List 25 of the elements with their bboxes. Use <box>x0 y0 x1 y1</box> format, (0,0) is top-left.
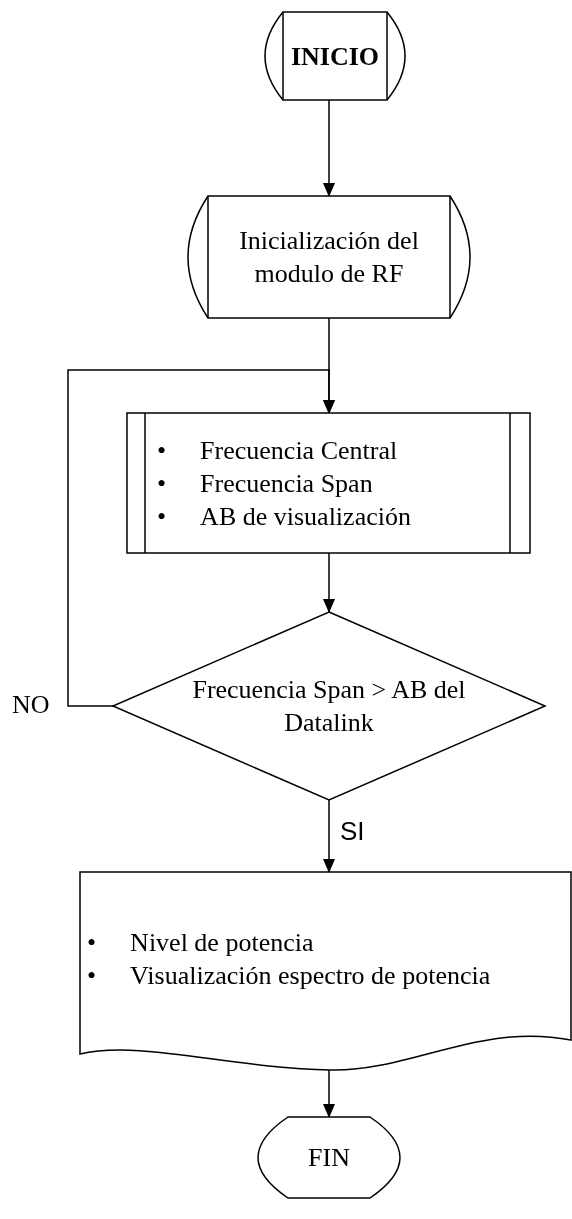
arrow <box>323 552 335 613</box>
node-text: FIN <box>308 1142 350 1174</box>
bullet-marker: • <box>157 434 167 467</box>
decision-diamond <box>113 612 545 800</box>
document-shape <box>80 872 571 1072</box>
bullet-marker: • <box>87 927 97 959</box>
list-item-text: Frecuencia Central <box>200 434 399 467</box>
bullet-marker: • <box>157 500 167 533</box>
process-terminal <box>188 196 470 318</box>
bullet-marker: • <box>157 467 167 500</box>
node-text: Inicialización del modulo de RF <box>238 225 420 290</box>
arrow <box>67 369 335 707</box>
arrow <box>323 1069 335 1118</box>
list-item-text: AB de visualización <box>200 500 411 533</box>
node-text: Frecuencia Span > AB del Datalink <box>191 674 467 739</box>
start-terminal <box>265 12 405 100</box>
predefined-process-box <box>127 413 530 553</box>
list-item-text: Nivel de potencia <box>130 927 315 959</box>
node-text: INICIO <box>290 40 380 73</box>
list-item-text: Visualización espectro de potencia <box>130 960 491 992</box>
arrow <box>323 99 335 197</box>
end-terminal <box>258 1117 400 1198</box>
arrow <box>323 799 335 873</box>
list-item-text: Frecuencia Span <box>200 467 374 500</box>
bullet-marker: • <box>87 960 97 992</box>
